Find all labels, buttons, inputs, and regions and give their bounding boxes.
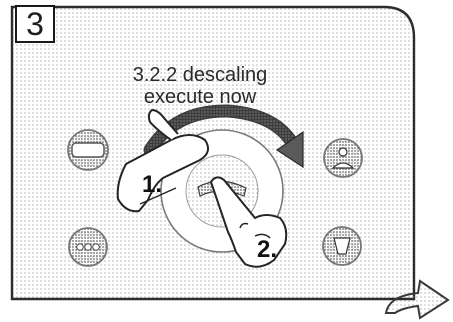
dots-button-icon (69, 228, 107, 266)
menu-button-icon (68, 130, 108, 170)
person-button-icon (324, 139, 362, 177)
step-number: 3 (16, 6, 54, 42)
instruction-text: 3.2.2 descaling execute now (100, 64, 300, 108)
step-2-label: 2. (257, 236, 277, 264)
instruction-line-2: execute now (100, 86, 300, 108)
step-1-label: 1. (142, 171, 162, 199)
instruction-line-1: 3.2.2 descaling (100, 64, 300, 86)
cup-button-icon (323, 227, 361, 265)
